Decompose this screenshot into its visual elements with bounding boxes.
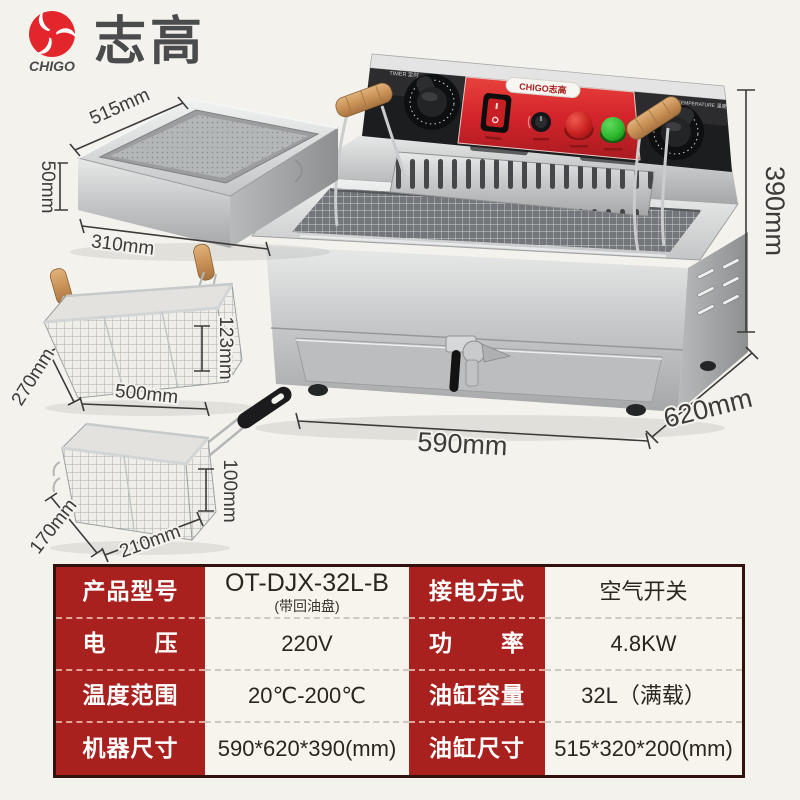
small-basket-handle <box>195 386 292 461</box>
brand-name-cn: 志高 <box>94 13 207 71</box>
spec-value-temp-range: 20℃-200℃ <box>205 671 409 723</box>
drain-tap <box>445 335 512 392</box>
spec-label-temp-range: 温度范围 <box>56 671 205 723</box>
chigo-pinwheel-icon: CHIGO <box>29 11 77 74</box>
dimension-lines <box>42 89 759 563</box>
dim-basket-small-height: 100mm <box>219 459 240 522</box>
spec-value-power-connection: 空气开关 <box>545 567 742 619</box>
spec-value-model: OT-DJX-32L-B (带回油盘) <box>205 567 409 619</box>
spec-value-voltage: 220V <box>205 619 409 671</box>
model-note: (带回油盘) <box>274 597 340 614</box>
timer-knob-label: TIMER 定时 <box>389 69 420 80</box>
spec-label-voltage: 电 压 <box>56 619 205 671</box>
dim-tray-height: 50mm <box>37 161 58 214</box>
spec-label-machine-size: 机器尺寸 <box>56 723 205 775</box>
temperature-knob-label: TEMPERATURE 温度 <box>678 99 727 110</box>
spec-label-power-connection: 接电方式 <box>409 567 545 619</box>
spec-value-tank-capacity: 32L（满载） <box>545 671 742 723</box>
spec-table: 产品型号 OT-DJX-32L-B (带回油盘) 接电方式 空气开关 电 压 2… <box>53 564 745 778</box>
dim-machine-width: 590mm <box>417 427 508 462</box>
spec-value-wattage: 4.8KW <box>545 619 742 671</box>
spec-value-machine-size: 590*620*390(mm) <box>205 723 409 775</box>
basket-handle-right <box>626 96 682 253</box>
spec-label-tank-size: 油缸尺寸 <box>409 723 545 775</box>
spec-value-tank-size: 515*320*200(mm) <box>545 723 742 775</box>
large-basket-handle-right <box>193 243 215 281</box>
brand-name-en: CHIGO <box>29 58 75 74</box>
power-button-green <box>600 117 626 151</box>
product-illustration: CHIGO志高 <box>6 53 792 565</box>
console-brand-badge: CHIGO志高 <box>505 76 581 99</box>
vent-louvers <box>697 258 740 316</box>
spec-label-wattage: 功 率 <box>409 619 545 671</box>
model-number: OT-DJX-32L-B <box>225 569 389 598</box>
large-fry-basket <box>42 243 255 416</box>
reset-button-red <box>564 111 594 148</box>
control-console: CHIGO志高 <box>362 53 732 172</box>
oil-drip-tray <box>70 97 340 261</box>
oil-temp-knob-small <box>527 112 551 141</box>
power-rocker-switch <box>480 93 512 141</box>
spec-label-tank-capacity: 油缸容量 <box>409 671 545 723</box>
console-badge-text: CHIGO志高 <box>519 80 567 95</box>
dim-basket-large-height: 123mm <box>215 316 236 379</box>
spec-label-model: 产品型号 <box>56 567 205 619</box>
brand-logo: CHIGO 志高 <box>16 8 206 76</box>
machine-right-side <box>678 232 748 412</box>
dim-basket-large-depth: 270mm <box>8 345 59 410</box>
small-fry-basket <box>50 386 292 555</box>
timer-knob <box>404 74 460 130</box>
fryer-machine: CHIGO志高 <box>251 53 748 441</box>
dim-machine-height: 390mm <box>760 166 790 256</box>
machine-shadow <box>255 415 725 441</box>
machine-feet <box>308 361 716 416</box>
